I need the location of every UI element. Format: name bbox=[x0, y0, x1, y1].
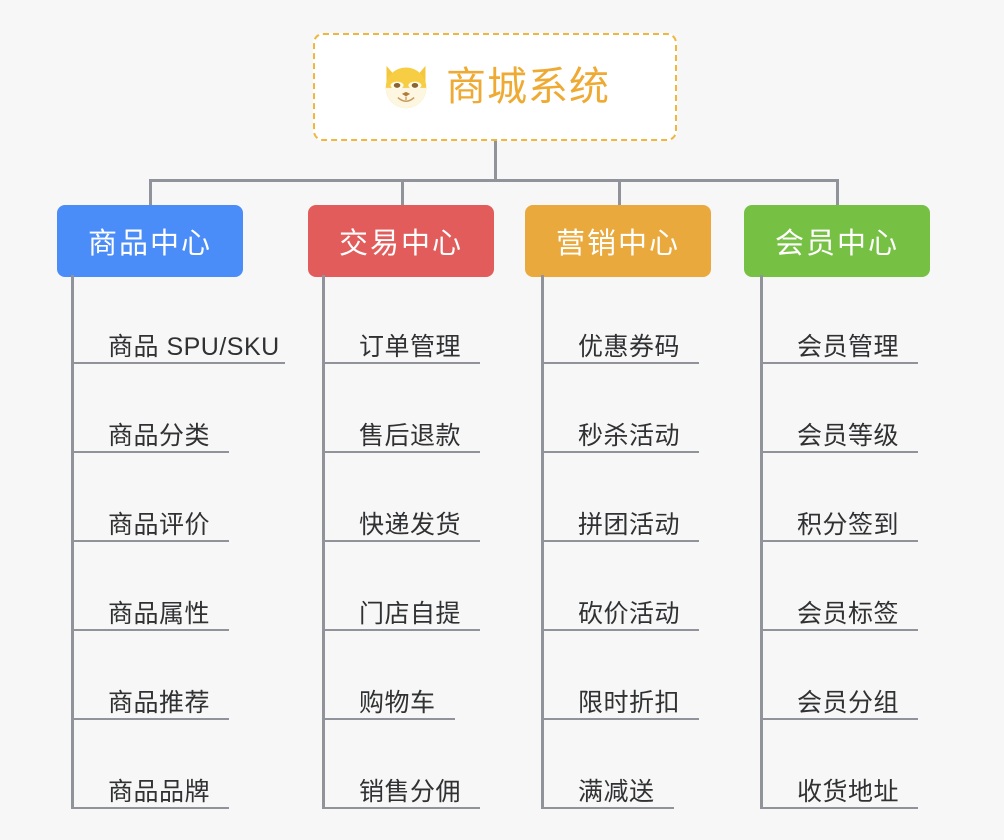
column-items: 优惠券码 秒杀活动 拼团活动 砍价活动 限时折扣 满减送 bbox=[544, 275, 699, 809]
category-box-product-center[interactable]: 商品中心 bbox=[57, 205, 243, 277]
list-item[interactable]: 会员标签 bbox=[763, 542, 918, 631]
list-item[interactable]: 会员管理 bbox=[763, 275, 918, 364]
column-spine bbox=[760, 275, 763, 809]
list-item[interactable]: 销售分佣 bbox=[325, 720, 480, 809]
list-item-label: 会员分组 bbox=[797, 689, 900, 718]
connector-drop-3 bbox=[618, 179, 621, 205]
list-item-label: 拼团活动 bbox=[578, 511, 681, 540]
column-member-center: 会员管理 会员等级 积分签到 会员标签 会员分组 收货地址 bbox=[760, 275, 918, 809]
connector-horizontal-bus bbox=[150, 179, 837, 182]
column-spine bbox=[322, 275, 325, 809]
list-item-label: 会员管理 bbox=[797, 333, 900, 362]
column-spine bbox=[541, 275, 544, 809]
list-item-label: 秒杀活动 bbox=[578, 422, 681, 451]
category-title: 商品中心 bbox=[87, 228, 212, 260]
list-item-label: 商品属性 bbox=[108, 600, 211, 629]
list-item[interactable]: 砍价活动 bbox=[544, 542, 699, 631]
column-items: 会员管理 会员等级 积分签到 会员标签 会员分组 收货地址 bbox=[763, 275, 918, 809]
category-box-member-center[interactable]: 会员中心 bbox=[744, 205, 930, 277]
list-item[interactable]: 商品属性 bbox=[74, 542, 229, 631]
list-item-label: 订单管理 bbox=[359, 333, 462, 362]
list-item[interactable]: 拼团活动 bbox=[544, 453, 699, 542]
list-item[interactable]: 订单管理 bbox=[325, 275, 480, 364]
list-item-label: 积分签到 bbox=[797, 511, 900, 540]
connector-root-stem bbox=[494, 141, 497, 181]
list-item[interactable]: 门店自提 bbox=[325, 542, 480, 631]
list-item-label: 商品品牌 bbox=[108, 778, 211, 807]
category-title: 会员中心 bbox=[774, 228, 899, 260]
list-item[interactable]: 商品评价 bbox=[74, 453, 229, 542]
list-item-label: 购物车 bbox=[359, 689, 436, 718]
list-item-label: 商品推荐 bbox=[108, 689, 211, 718]
list-item[interactable]: 商品推荐 bbox=[74, 631, 229, 720]
list-item[interactable]: 商品品牌 bbox=[74, 720, 229, 809]
list-item[interactable]: 会员分组 bbox=[763, 631, 918, 720]
column-marketing-center: 优惠券码 秒杀活动 拼团活动 砍价活动 限时折扣 满减送 bbox=[541, 275, 699, 809]
list-item-label: 售后退款 bbox=[359, 422, 462, 451]
category-title: 营销中心 bbox=[555, 228, 680, 260]
root-node-shopping-mall-system[interactable]: 商城系统 bbox=[313, 33, 677, 141]
list-item[interactable]: 购物车 bbox=[325, 631, 455, 720]
column-product-center: 商品 SPU/SKU 商品分类 商品评价 商品属性 商品推荐 商品品牌 bbox=[71, 275, 285, 809]
list-item-label: 销售分佣 bbox=[359, 778, 462, 807]
list-item[interactable]: 优惠券码 bbox=[544, 275, 699, 364]
list-item-label: 满减送 bbox=[578, 778, 655, 807]
list-item-label: 优惠券码 bbox=[578, 333, 681, 362]
list-item[interactable]: 积分签到 bbox=[763, 453, 918, 542]
list-item[interactable]: 快递发货 bbox=[325, 453, 480, 542]
list-item-label: 会员标签 bbox=[797, 600, 900, 629]
shiba-dog-icon bbox=[385, 65, 427, 109]
connector-drop-4 bbox=[836, 179, 839, 205]
list-item[interactable]: 商品分类 bbox=[74, 364, 229, 453]
list-item[interactable]: 会员等级 bbox=[763, 364, 918, 453]
list-item-label: 限时折扣 bbox=[578, 689, 681, 718]
list-item-label: 砍价活动 bbox=[578, 600, 681, 629]
category-title: 交易中心 bbox=[338, 228, 463, 260]
list-item-label: 收货地址 bbox=[797, 778, 900, 807]
list-item[interactable]: 满减送 bbox=[544, 720, 674, 809]
column-items: 订单管理 售后退款 快递发货 门店自提 购物车 销售分佣 bbox=[325, 275, 480, 809]
column-items: 商品 SPU/SKU 商品分类 商品评价 商品属性 商品推荐 商品品牌 bbox=[74, 275, 285, 809]
category-box-trade-center[interactable]: 交易中心 bbox=[308, 205, 494, 277]
list-item-label: 商品分类 bbox=[108, 422, 211, 451]
column-trade-center: 订单管理 售后退款 快递发货 门店自提 购物车 销售分佣 bbox=[322, 275, 480, 809]
list-item-label: 会员等级 bbox=[797, 422, 900, 451]
list-item[interactable]: 秒杀活动 bbox=[544, 364, 699, 453]
column-spine bbox=[71, 275, 74, 809]
category-box-marketing-center[interactable]: 营销中心 bbox=[525, 205, 711, 277]
list-item[interactable]: 收货地址 bbox=[763, 720, 918, 809]
list-item[interactable]: 限时折扣 bbox=[544, 631, 699, 720]
connector-drop-2 bbox=[401, 179, 404, 205]
list-item[interactable]: 商品 SPU/SKU bbox=[74, 275, 285, 364]
list-item-label: 快递发货 bbox=[359, 511, 462, 540]
list-item-label: 商品 SPU/SKU bbox=[108, 333, 280, 362]
connector-drop-1 bbox=[149, 179, 152, 205]
root-node-title: 商城系统 bbox=[446, 65, 610, 109]
list-item-label: 商品评价 bbox=[108, 511, 211, 540]
list-item-label: 门店自提 bbox=[359, 600, 462, 629]
list-item[interactable]: 售后退款 bbox=[325, 364, 480, 453]
